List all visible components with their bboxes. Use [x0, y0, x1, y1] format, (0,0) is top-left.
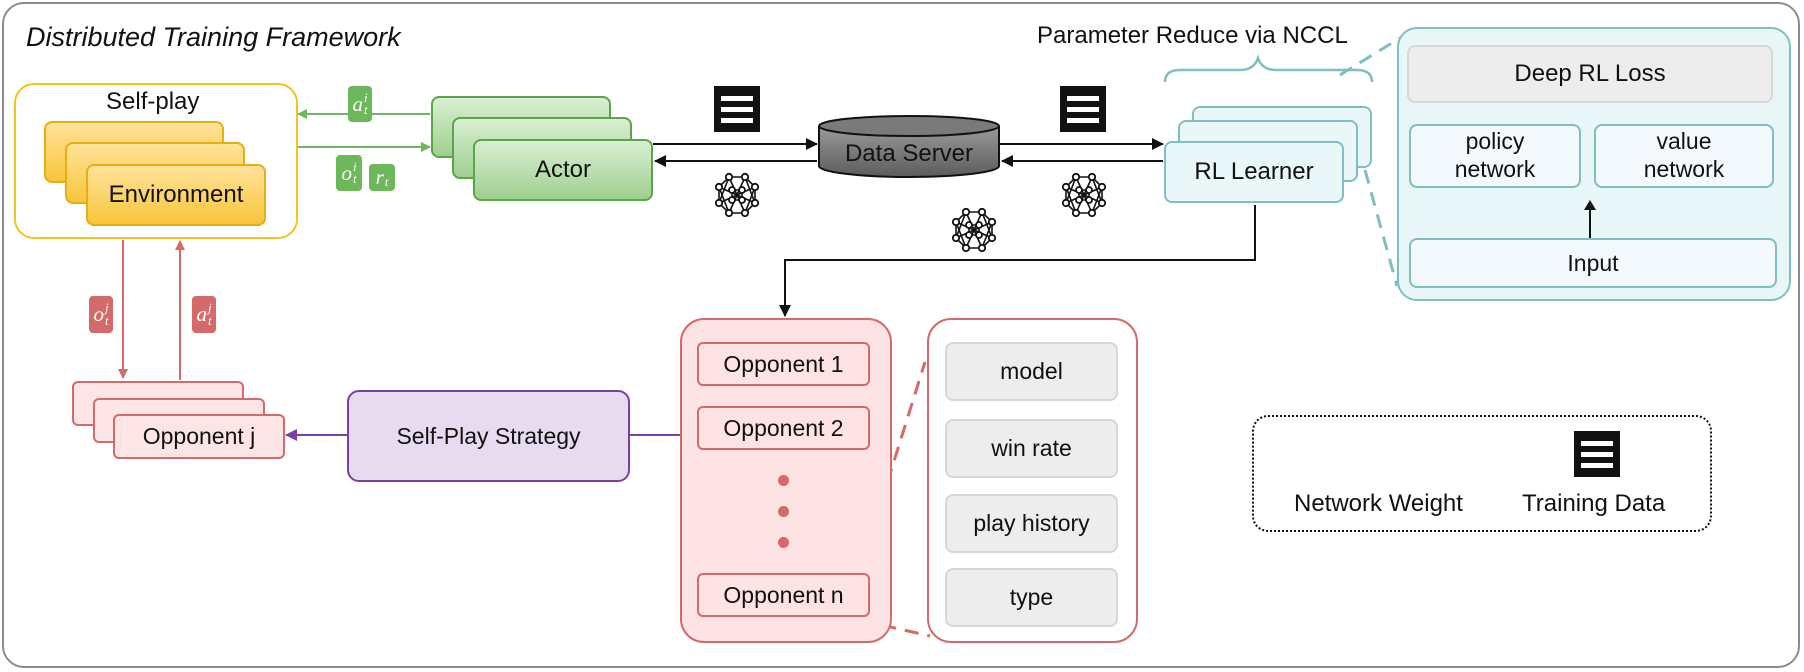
- teal-callout-dash-bottom: [1363, 169, 1399, 287]
- legend-network-weight-label: Network Weight: [1294, 490, 1463, 517]
- attribute-play-history: play history: [945, 494, 1118, 553]
- network-weight-icon: [1061, 172, 1107, 223]
- network-weight-icon: [714, 172, 760, 223]
- diagram-title: Distributed Training Framework: [26, 22, 401, 52]
- network-weight-icon: [951, 207, 997, 258]
- nccl-brace: [1163, 54, 1374, 83]
- badge-base: a: [196, 302, 207, 326]
- training-data-icon: [1574, 431, 1620, 482]
- badge-sub: t: [352, 171, 357, 186]
- opponent-j-box[interactable]: Opponent j: [113, 414, 285, 459]
- badge-sub: t: [207, 312, 212, 328]
- badge-sup: j: [104, 300, 109, 316]
- data-server-label: Data Server: [844, 140, 974, 167]
- learner-to-pool-arrow: [779, 205, 1256, 317]
- opponent-n-box[interactable]: Opponent n: [697, 573, 870, 617]
- badge-sub: t: [363, 102, 368, 117]
- badge-sup: i: [352, 158, 357, 174]
- policy-network-box: policy network: [1409, 124, 1581, 188]
- attribute-model: model: [945, 342, 1118, 401]
- input-box: Input: [1409, 238, 1777, 288]
- data-server-cylinder[interactable]: [817, 114, 1001, 180]
- environment-box[interactable]: Environment: [86, 164, 266, 226]
- training-data-icon: [714, 86, 760, 137]
- ellipsis-dot: [778, 537, 789, 548]
- nccl-label: Parameter Reduce via NCCL: [1037, 22, 1348, 49]
- rl-learner-box[interactable]: RL Learner: [1164, 141, 1344, 203]
- input-to-network-arrow: [1584, 200, 1596, 238]
- badge-sub: t: [384, 174, 389, 190]
- badge-sup: i: [363, 89, 368, 105]
- badge-base: o: [341, 160, 352, 185]
- selfplay-label: Self-play: [106, 88, 200, 115]
- opponent-2-box[interactable]: Opponent 2: [697, 406, 870, 450]
- training-data-icon: [1060, 86, 1106, 137]
- badge-base: a: [352, 91, 363, 116]
- opponent-1-box[interactable]: Opponent 1: [697, 342, 870, 386]
- self-play-strategy-box[interactable]: Self-Play Strategy: [347, 390, 630, 482]
- badge-base: o: [93, 302, 104, 326]
- actor-box[interactable]: Actor: [473, 139, 653, 201]
- legend-box: [1252, 415, 1712, 532]
- attribute-win-rate: win rate: [945, 419, 1118, 478]
- badge-sup: j: [207, 300, 212, 316]
- ellipsis-dot: [778, 475, 789, 486]
- attribute-type: type: [945, 568, 1118, 627]
- deep-rl-loss-box: Deep RL Loss: [1407, 45, 1773, 103]
- badge-base: r: [375, 165, 384, 189]
- value-network-box: value network: [1594, 124, 1774, 188]
- ellipsis-dot: [778, 506, 789, 517]
- legend-training-data-label: Training Data: [1522, 490, 1666, 517]
- badge-sub: t: [104, 312, 109, 328]
